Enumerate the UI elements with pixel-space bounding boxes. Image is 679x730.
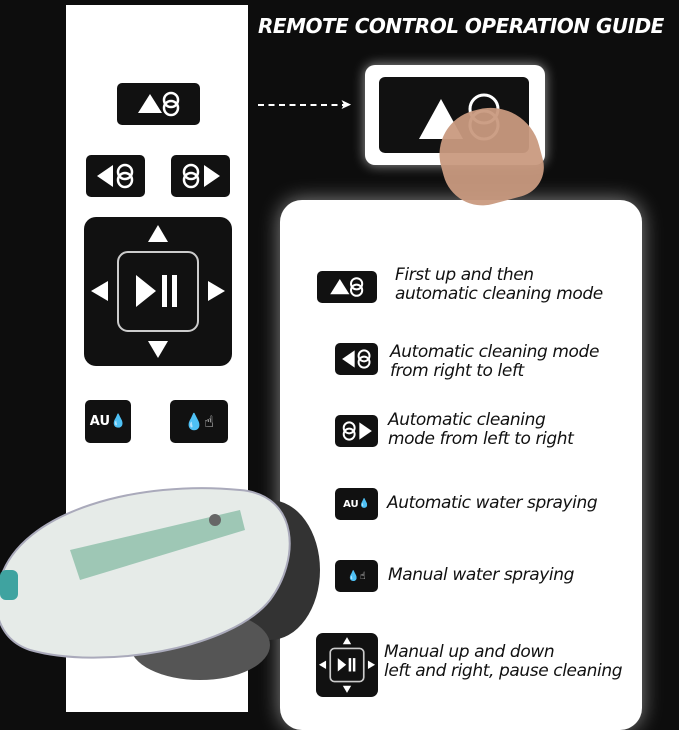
guide-icon-auto-spray: AU💧 <box>335 488 378 520</box>
water-drop-icon: 💧 <box>358 499 370 509</box>
dpad-icon <box>91 225 225 358</box>
guide-text-line2: mode from left to right <box>388 429 574 449</box>
guide-text-line1: First up and then <box>395 265 534 285</box>
up-auto-icon <box>137 91 179 117</box>
water-drop-icon: 💧 <box>110 414 127 429</box>
guide-text-line1: Automatic cleaning <box>388 410 546 430</box>
right-auto-button[interactable] <box>171 155 230 197</box>
dpad-button[interactable] <box>84 217 232 366</box>
manual-spray-button[interactable]: 💧☝ <box>170 400 228 443</box>
dashed-arrow <box>258 104 348 106</box>
guide-icon-right-auto <box>335 415 378 447</box>
left-auto-button[interactable] <box>86 155 145 197</box>
guide-icon-dpad <box>316 633 378 697</box>
guide-icon-up-auto <box>317 271 377 303</box>
guide-text-line2: left and right, pause cleaning <box>384 661 623 681</box>
guide-item-manual-spray: Manual water spraying <box>388 566 574 585</box>
guide-text-line1: Manual water spraying <box>388 565 575 585</box>
arrow-head-icon: ➤ <box>340 97 352 113</box>
guide-text-line2: automatic cleaning mode <box>395 284 603 304</box>
manual-spray-icon: 💧☝ <box>184 412 214 431</box>
guide-title: REMOTE CONTROL OPERATION GUIDE <box>258 14 664 38</box>
au-label: AU <box>343 498 359 510</box>
guide-text-line1: Automatic cleaning mode <box>390 342 600 362</box>
guide-text-line2: from right to left <box>390 361 524 381</box>
right-auto-icon <box>182 163 220 189</box>
up-auto-button[interactable] <box>117 83 200 125</box>
left-auto-icon <box>96 163 133 189</box>
auto-spray-button[interactable]: AU💧 <box>85 400 131 443</box>
guide-text-line1: Automatic water spraying <box>387 493 598 513</box>
manual-spray-icon: 💧☝ <box>347 570 366 582</box>
guide-icon-manual-spray: 💧☝ <box>335 560 378 592</box>
guide-icon-left-auto <box>335 343 378 375</box>
guide-text-line1: Manual up and down <box>384 642 555 662</box>
guide-item-auto-spray: Automatic water spraying <box>387 493 598 513</box>
window-robot-image <box>0 487 320 680</box>
au-label: AU <box>89 414 111 429</box>
